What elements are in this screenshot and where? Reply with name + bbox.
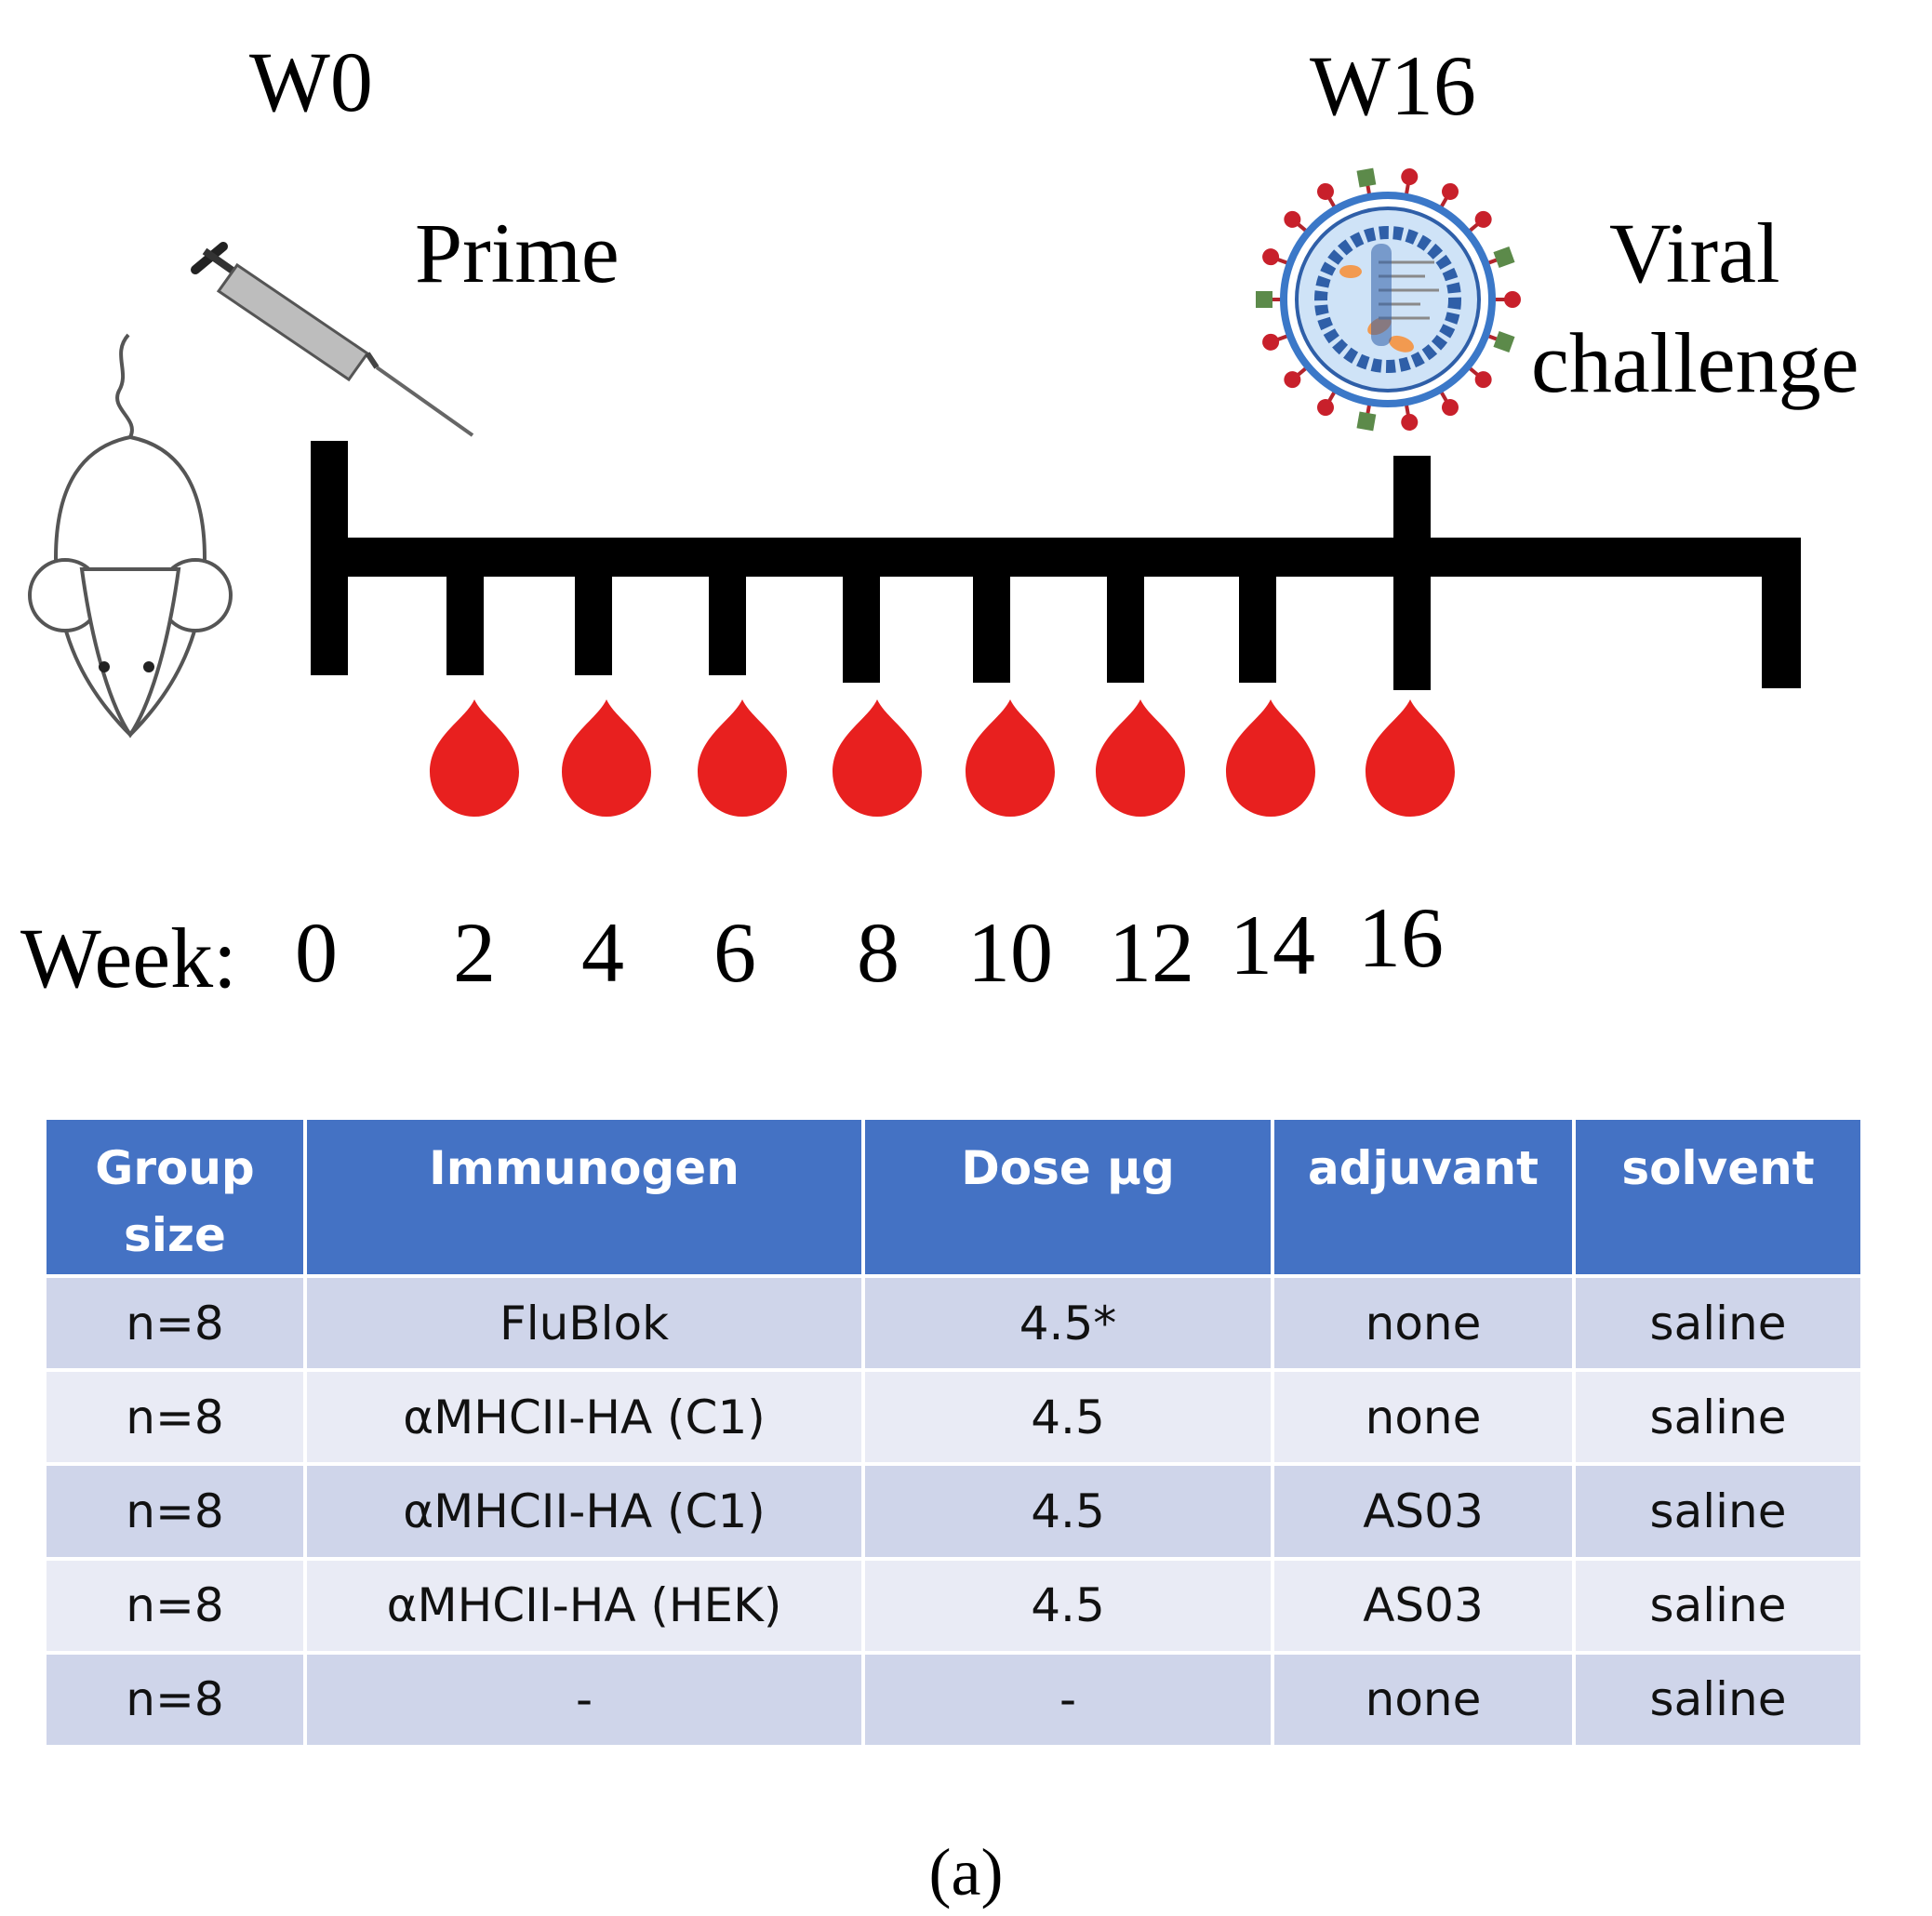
immunization-protocol-table: Group size Immunogen Dose µg adjuvant so… (43, 1116, 1864, 1750)
week-number-label: 8 (857, 905, 899, 1000)
cell-group-size: n=8 (43, 1650, 307, 1750)
timeline-axis (311, 441, 1801, 690)
header-adjuvant: adjuvant (1271, 1116, 1576, 1278)
week-number-label: 14 (1230, 898, 1315, 992)
table-row: n=8 αMHCII-HA (C1) 4.5 none saline (43, 1368, 1864, 1467)
blood-drop-icon (966, 699, 1055, 817)
week-tick (1107, 558, 1144, 683)
week-tick (575, 558, 612, 675)
cell-group-size: n=8 (43, 1462, 307, 1561)
cell-adjuvant: none (1271, 1273, 1576, 1373)
week-number-label: 12 (1109, 905, 1194, 1000)
week-tick (843, 558, 880, 683)
timeline-start-bar (311, 441, 348, 675)
header-immunogen: Immunogen (303, 1116, 865, 1278)
week-tick (973, 558, 1010, 683)
blood-draws (430, 699, 1455, 817)
cell-immunogen: FluBlok (303, 1273, 865, 1373)
table-row: n=8 FluBlok 4.5* none saline (43, 1273, 1864, 1373)
header-dose: Dose µg (861, 1116, 1274, 1278)
week-number-label: 2 (453, 905, 496, 1000)
cell-adjuvant: AS03 (1271, 1556, 1576, 1655)
cell-dose: - (861, 1650, 1274, 1750)
cell-group-size: n=8 (43, 1273, 307, 1373)
week-tick (709, 558, 746, 675)
week-tick (1239, 558, 1276, 683)
prime-label: Prime (415, 206, 620, 300)
cell-adjuvant: none (1271, 1650, 1576, 1750)
cell-solvent: saline (1572, 1650, 1864, 1750)
w0-label: W0 (249, 34, 373, 129)
week-number-label: 16 (1358, 890, 1444, 985)
cell-adjuvant: AS03 (1271, 1462, 1576, 1561)
syringe-icon (191, 242, 474, 437)
virus-icon (1256, 167, 1521, 432)
cell-immunogen: αMHCII-HA (C1) (303, 1368, 865, 1467)
week-number-label: 10 (967, 905, 1053, 1000)
week-tick (446, 558, 484, 675)
table-row: n=8 αMHCII-HA (C1) 4.5 AS03 saline (43, 1462, 1864, 1561)
week-number-label: 0 (295, 905, 338, 1000)
table-row: n=8 αMHCII-HA (HEK) 4.5 AS03 saline (43, 1556, 1864, 1655)
cell-solvent: saline (1572, 1556, 1864, 1655)
blood-drop-icon (1366, 699, 1455, 817)
cell-adjuvant: none (1271, 1368, 1576, 1467)
mouse-icon (28, 333, 233, 738)
timeline-ticks (446, 558, 1276, 683)
timeline-w16-bar (1393, 456, 1431, 690)
header-solvent: solvent (1572, 1116, 1864, 1278)
cell-dose: 4.5 (861, 1556, 1274, 1655)
blood-drop-icon (430, 699, 519, 817)
figure-caption: (a) (928, 1835, 1004, 1909)
table-row: n=8 - - none saline (43, 1650, 1864, 1750)
viral-label: Viral (1609, 206, 1780, 300)
cell-dose: 4.5 (861, 1462, 1274, 1561)
blood-drop-icon (1226, 699, 1315, 817)
cell-group-size: n=8 (43, 1556, 307, 1655)
blood-drop-icon (698, 699, 787, 817)
cell-solvent: saline (1572, 1462, 1864, 1561)
timeline-diagram (28, 167, 1801, 817)
w16-label: W16 (1310, 38, 1476, 133)
table-header-row: Group size Immunogen Dose µg adjuvant so… (43, 1116, 1864, 1278)
cell-dose: 4.5* (861, 1273, 1274, 1373)
week-prefix-label: Week: (20, 911, 237, 1005)
cell-solvent: saline (1572, 1273, 1864, 1373)
cell-immunogen: αMHCII-HA (C1) (303, 1462, 865, 1561)
cell-solvent: saline (1572, 1368, 1864, 1467)
cell-immunogen: - (303, 1650, 865, 1750)
header-group-size: Group size (43, 1116, 307, 1278)
blood-drop-icon (833, 699, 922, 817)
blood-drop-icon (562, 699, 651, 817)
week-number-label: 6 (713, 905, 756, 1000)
cell-immunogen: αMHCII-HA (HEK) (303, 1556, 865, 1655)
cell-dose: 4.5 (861, 1368, 1274, 1467)
week-number-label: 4 (581, 905, 624, 1000)
challenge-label: challenge (1531, 315, 1859, 410)
timeline-end-bar (1762, 538, 1801, 688)
cell-group-size: n=8 (43, 1368, 307, 1467)
blood-drop-icon (1096, 699, 1185, 817)
